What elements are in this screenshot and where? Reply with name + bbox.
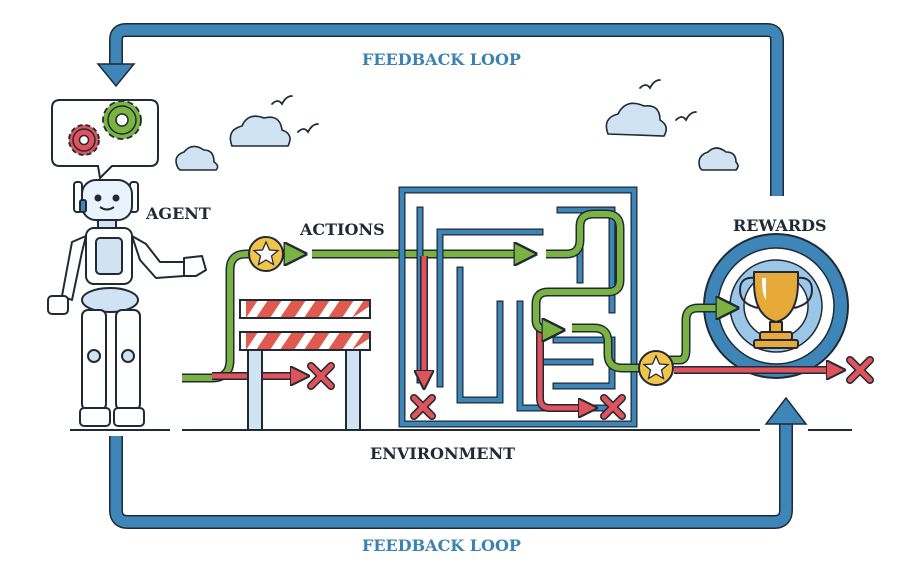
feedback-loop-top-label: FEEDBACK LOOP: [362, 50, 521, 69]
cloud-icon: [175, 145, 219, 171]
feedback-loop-bottom-label: FEEDBACK LOOP: [362, 536, 521, 555]
feedback-loop-bottom: [109, 396, 808, 529]
actions-label: ACTIONS: [300, 220, 385, 239]
rewards-label: REWARDS: [733, 216, 827, 235]
maze-dead-end-paths: [410, 256, 626, 420]
cloud-icon: [698, 147, 739, 171]
star-icon: [638, 350, 674, 386]
environment-label: ENVIRONMENT: [370, 444, 516, 463]
trophy-icon: [739, 271, 813, 349]
cross-icon: [846, 356, 874, 384]
barrier-icon: [239, 299, 371, 431]
robot-icon: [47, 179, 207, 427]
feedback-loop-top: [96, 23, 784, 196]
star-icon: [248, 236, 284, 272]
feedback-top-arrowhead: [96, 63, 136, 88]
cloud-icon: [229, 115, 291, 147]
feedback-bottom-arrowhead: [764, 396, 808, 425]
bird-icon: [271, 79, 697, 134]
cloud-icon: [605, 102, 668, 137]
reward-paths: [668, 308, 874, 384]
cross-icon: [410, 394, 436, 420]
thought-bubble: [51, 99, 159, 181]
maze-icon: [398, 186, 638, 428]
agent-label: AGENT: [146, 204, 211, 223]
gears-icon: [68, 100, 142, 156]
maze-success-path: [531, 209, 640, 373]
cross-icon: [307, 362, 335, 390]
cross-icon: [600, 394, 626, 420]
